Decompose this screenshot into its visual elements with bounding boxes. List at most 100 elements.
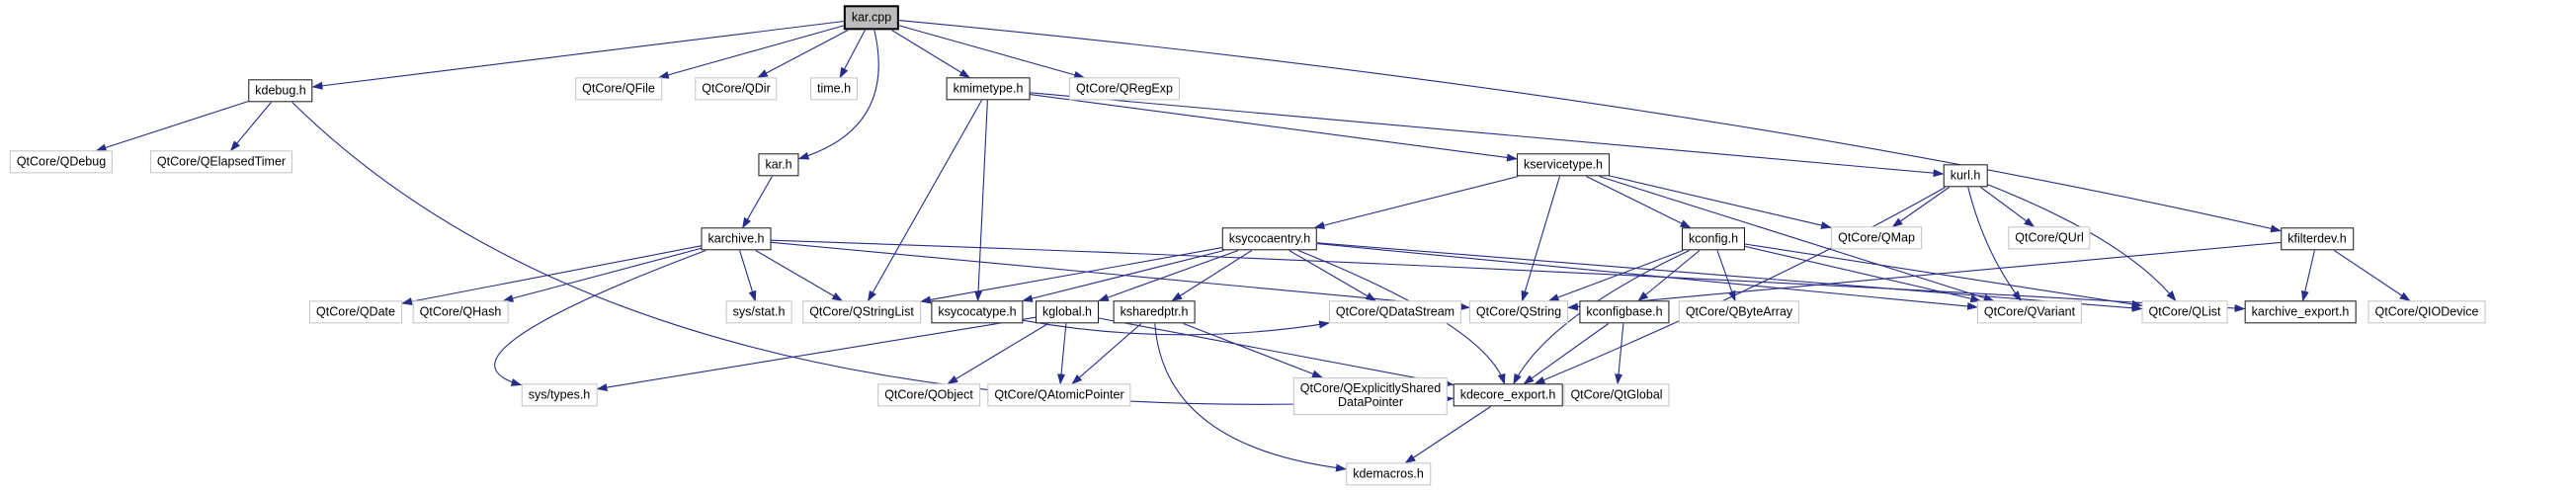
edge-ksharedptr_h-to-qatomicpointer [1071, 323, 1142, 385]
graph-node-kdebug_h[interactable]: kdebug.h [248, 79, 313, 103]
graph-node-qfile: QtCore/QFile [575, 77, 662, 101]
graph-node-sys_types_h: sys/types.h [521, 383, 598, 407]
graph-node-qdebug: QtCore/QDebug [9, 150, 114, 174]
edge-kar_cpp-to-qdir [757, 30, 849, 78]
graph-node-qdatastream: QtCore/QDataStream [1328, 300, 1462, 324]
graph-node-karchive_h[interactable]: karchive.h [701, 227, 772, 251]
edge-ksycocaentry_h-to-qstringlist [920, 247, 1223, 304]
edge-karchive_h-to-qstringlist [755, 250, 844, 302]
edge-karchive_h-to-sys_types_h [494, 249, 706, 386]
graph-node-kfilterdev_h[interactable]: kfilterdev.h [2281, 227, 2354, 251]
graph-node-karchive_export_h[interactable]: karchive_export.h [2244, 300, 2357, 324]
graph-node-kconfigbase_h[interactable]: kconfigbase.h [1579, 300, 1670, 324]
edge-kfilterdev_h-to-qiodevice [2333, 250, 2411, 302]
edge-kdebug_h-to-qelapsedtimer [229, 102, 272, 152]
edge-kconfigbase_h-to-qtglobal [1615, 323, 1624, 385]
graph-node-qstringlist: QtCore/QStringList [802, 300, 921, 324]
graph-node-ksharedptr_h[interactable]: ksharedptr.h [1113, 300, 1196, 324]
graph-node-ksycocaentry_h[interactable]: ksycocaentry.h [1221, 227, 1318, 251]
graph-node-qhash: QtCore/QHash [412, 300, 509, 324]
edge-kar_cpp-to-time_h [839, 30, 866, 79]
graph-node-kservicetype_h[interactable]: kservicetype.h [1517, 153, 1610, 177]
edge-karchive_h-to-qstring [771, 241, 1470, 311]
edge-kconfig_h-to-kdecore_export_h [1513, 250, 1690, 385]
edge-kglobal_h-to-qatomicpointer [1057, 323, 1067, 385]
graph-node-qlist: QtCore/QList [2141, 300, 2228, 324]
edge-kdebug_h-to-qdebug [95, 100, 249, 152]
edge-kconfig_h-to-kconfigbase_h [1637, 250, 1701, 302]
edge-ksycocatype_h-to-qdatastream [1023, 319, 1330, 336]
graph-node-qobject: QtCore/QObject [877, 383, 980, 407]
graph-node-label-line: QtCore/QExplicitlyShared [1299, 381, 1442, 396]
graph-node-kar_h[interactable]: kar.h [758, 153, 799, 177]
edge-karchive_h-to-qdate [401, 245, 702, 306]
graph-node-qdate: QtCore/QDate [309, 300, 402, 324]
edge-kglobal_h-to-qobject [947, 323, 1049, 385]
edge-ksharedptr_h-to-qexplicitly [1183, 322, 1323, 378]
edge-karchive_h-to-sys_stat_h [739, 250, 757, 302]
edge-kmimetype_h-to-ksycocatype_h [974, 100, 988, 302]
graph-node-kconfig_h[interactable]: kconfig.h [1681, 227, 1746, 251]
graph-node-qiodevice: QtCore/QIODevice [2368, 300, 2486, 324]
edge-karchive_h-to-qhash [502, 247, 702, 302]
edge-kurl_h-to-qmap [1891, 187, 1950, 228]
edge-kconfigbase_h-to-kdecore_export_h [1523, 323, 1610, 385]
edge-kservicetype_h-to-kconfig_h [1586, 176, 1692, 228]
edge-kconfig_h-to-qstring [1547, 249, 1684, 302]
graph-node-time_h: time.h [809, 77, 859, 101]
edge-kfilterdev_h-to-qstring [1567, 241, 2282, 311]
edge-kdecore_export_h-to-kdemacros_h [1404, 406, 1491, 464]
graph-node-qbytearray: QtCore/QByteArray [1678, 300, 1800, 324]
edge-kar_cpp-to-kdebug_h [311, 20, 845, 90]
graph-node-qdir: QtCore/QDir [695, 77, 778, 101]
edge-kmimetype_h-to-qstringlist [868, 100, 982, 302]
edge-kdebug_h-to-kdecore_export_h [291, 102, 1454, 405]
graph-node-qatomicpointer: QtCore/QAtomicPointer [987, 383, 1131, 407]
edge-kconfig_h-to-qlist [1744, 243, 2143, 308]
edge-kar_cpp-to-kar_h [797, 30, 879, 160]
graph-node-kglobal_h[interactable]: kglobal.h [1035, 300, 1100, 324]
graph-node-qelapsedtimer: QtCore/QElapsedTimer [149, 150, 293, 174]
edge-kmimetype_h-to-kservicetype_h [1030, 94, 1518, 162]
edge-karchive_h-to-karchive_export_h [771, 239, 2246, 312]
graph-node-kurl_h[interactable]: kurl.h [1943, 164, 1988, 188]
edge-kservicetype_h-to-qmap [1609, 175, 1832, 229]
edge-kurl_h-to-kdecore_export_h [1534, 187, 1946, 385]
edge-ksycocaentry_h-to-qdatastream [1288, 250, 1377, 302]
graph-node-qtglobal: QtCore/QtGlobal [1563, 383, 1670, 407]
edge-kservicetype_h-to-qvariant [1599, 175, 1995, 302]
graph-node-kar_cpp[interactable]: kar.cpp [843, 5, 900, 31]
edge-ksycocaentry_h-to-qvariant [1316, 243, 1978, 310]
graph-node-kmimetype_h[interactable]: kmimetype.h [946, 77, 1031, 101]
edge-kurl_h-to-qvariant [1967, 187, 2022, 302]
edge-ksharedptr_h-to-kdemacros_h [1154, 323, 1347, 472]
graph-node-qmap: QtCore/QMap [1831, 226, 1922, 250]
edge-kurl_h-to-qlist [1987, 184, 2177, 302]
edge-kar_cpp-to-kmimetype_h [891, 30, 971, 79]
graph-node-kdecore_export_h[interactable]: kdecore_export.h [1453, 383, 1563, 407]
graph-node-qregexp: QtCore/QRegExp [1069, 77, 1180, 101]
graph-node-ksycocatype_h[interactable]: ksycocatype.h [931, 300, 1024, 324]
graph-node-sys_stat_h: sys/stat.h [725, 300, 792, 324]
edge-kar_cpp-to-kfilterdev_h [898, 20, 2282, 233]
graph-node-qurl: QtCore/QUrl [2008, 226, 2091, 250]
graph-node-kdemacros_h: kdemacros.h [1346, 462, 1431, 486]
edge-ksycocaentry_h-to-ksharedptr_h [1171, 250, 1253, 302]
edge-kmimetype_h-to-kurl_h [1030, 92, 1945, 178]
edge-kglobal_h-to-kdecore_export_h [1098, 317, 1454, 387]
graph-node-qstring: QtCore/QString [1468, 300, 1569, 324]
edge-kar_cpp-to-qregexp [898, 25, 1086, 79]
edge-ksycocaentry_h-to-qlist [1316, 242, 2143, 312]
edge-ksycocaentry_h-to-kglobal_h [1097, 249, 1239, 302]
edge-kservicetype_h-to-qstring [1521, 176, 1561, 302]
edge-kservicetype_h-to-ksycocaentry_h [1313, 175, 1519, 229]
edge-kglobal_h-to-sys_types_h [596, 316, 1037, 392]
edge-kar_cpp-to-qfile [657, 25, 845, 79]
graph-node-label-line: DataPointer [1337, 395, 1404, 410]
edge-kfilterdev_h-to-karchive_export_h [2300, 250, 2315, 302]
edge-kurl_h-to-qurl [1980, 187, 2036, 228]
graph-node-qvariant: QtCore/QVariant [1976, 300, 2083, 324]
